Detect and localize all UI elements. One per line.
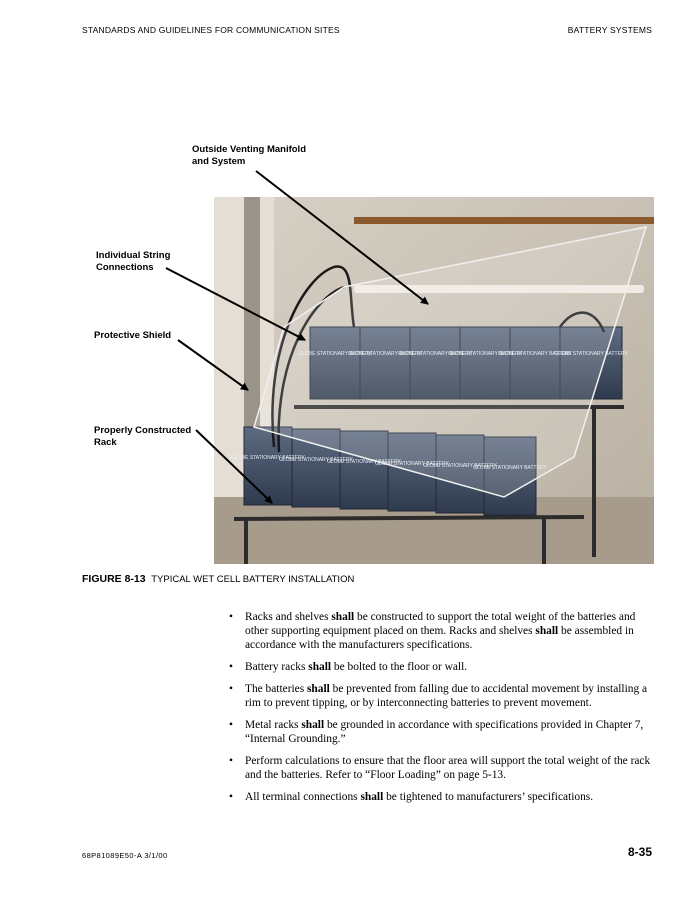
battery-label: GLOBE STATIONARY BATTERY <box>423 463 497 469</box>
battery-installation-photo: GLOBE STATIONARY BATTERY GLOBE STATIONAR… <box>214 197 654 564</box>
battery-label: GLOBE STATIONARY BATTERY <box>298 351 372 357</box>
figure-number: FIGURE 8-13 <box>82 573 146 585</box>
bullet-text: Metal racks shall be grounded in accorda… <box>245 719 644 745</box>
figure-caption: FIGURE 8-13 TYPICAL WET CELL BATTERY INS… <box>82 573 354 585</box>
bullet-item: •All terminal connections shall be tight… <box>229 791 594 803</box>
callout-venting-manifold: Outside Venting Manifold and System <box>192 144 306 167</box>
figure-caption-text: TYPICAL WET CELL BATTERY INSTALLATION <box>151 574 355 585</box>
bullet-item: •Metal racks shall be grounded in accord… <box>229 719 644 745</box>
callout-protective-shield: Protective Shield <box>94 330 172 341</box>
leader-line <box>165 267 306 341</box>
battery-label: GLOBE STATIONARY BATTERY <box>231 455 305 461</box>
bullet-text: The batteries shall be prevented from fa… <box>245 683 648 709</box>
requirements-list: •Racks and shelves shall be constructed … <box>229 610 659 812</box>
running-header-right: BATTERY SYSTEMS <box>567 25 652 35</box>
leader-line <box>195 429 273 504</box>
battery-label: GLOBE STATIONARY BATTERY <box>348 351 422 357</box>
bullet-item: •Perform calculations to ensure that the… <box>229 755 651 781</box>
bullet-item: •Battery racks shall be bolted to the fl… <box>229 661 468 673</box>
bullet-text: Perform calculations to ensure that the … <box>245 755 651 781</box>
battery-label: GLOBE STATIONARY BATTERY <box>473 465 547 471</box>
bullet-item: •The batteries shall be prevented from f… <box>229 683 648 709</box>
battery-label: GLOBE STATIONARY BATTERY <box>398 351 472 357</box>
battery-label: GLOBE STATIONARY BATTERY <box>375 461 449 467</box>
leader-line <box>177 339 249 391</box>
page-number: 8-35 <box>627 845 652 859</box>
callout-string-connections: Individual String Connections <box>96 250 171 273</box>
document-id: 68P81089E50-A 3/1/00 <box>82 851 168 860</box>
bullet-text: Racks and shelves shall be constructed t… <box>245 611 636 651</box>
bullet-text: Battery racks shall be bolted to the flo… <box>245 661 468 673</box>
running-header-left: STANDARDS AND GUIDELINES FOR COMMUNICATI… <box>82 25 340 35</box>
battery-label: GLOBE STATIONARY BATTERY <box>498 351 572 357</box>
battery-label: GLOBE STATIONARY BATTERY <box>327 459 401 465</box>
battery-label: GLOBE STATIONARY BATTERY <box>448 351 522 357</box>
leader-line <box>255 170 429 305</box>
bullet-text: All terminal connections shall be tighte… <box>245 791 594 803</box>
battery-label: GLOBE STATIONARY BATTERY <box>279 457 353 463</box>
bullet-item: •Racks and shelves shall be constructed … <box>229 611 636 651</box>
battery-label: GLOBE STATIONARY BATTERY <box>554 351 628 357</box>
callout-constructed-rack: Properly Constructed Rack <box>94 425 192 448</box>
